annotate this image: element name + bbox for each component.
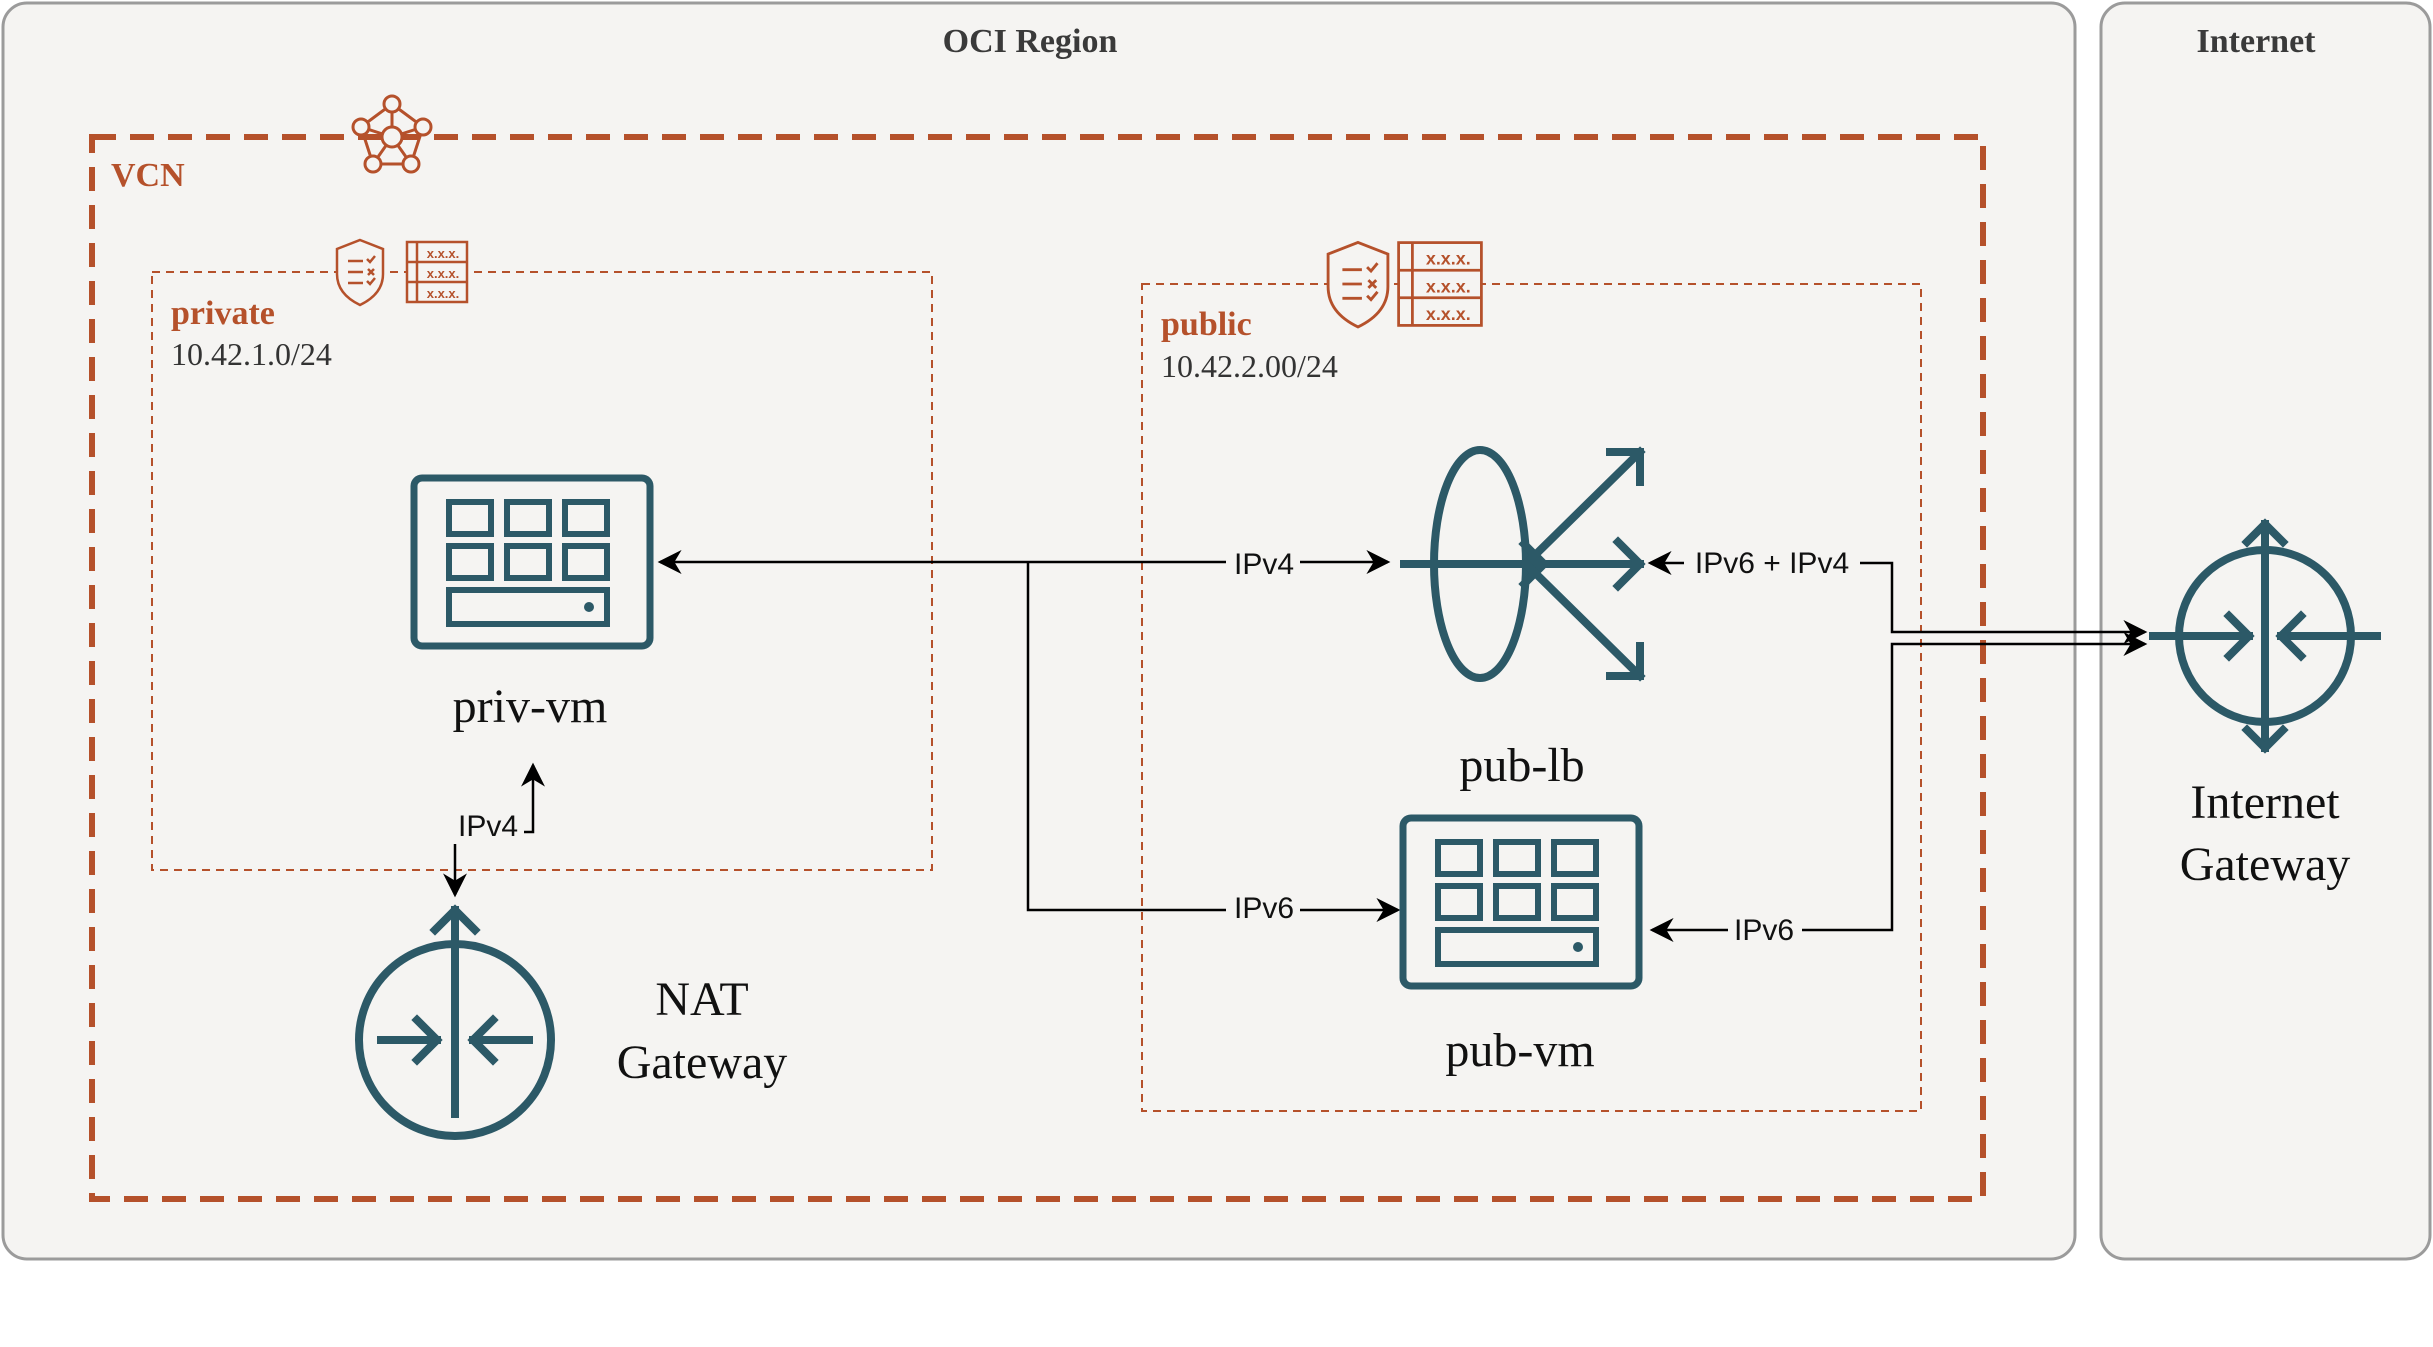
security-list-shield-icon	[1326, 240, 1390, 329]
route-table-cell: x.x.x.	[427, 246, 460, 261]
route-table-cell: x.x.x.	[427, 266, 460, 281]
edge-labels: IPv4 IPv6 IPv6 + IPv4 IPv6 IPv4	[452, 545, 1860, 948]
internet-gateway-label: Internet	[2190, 776, 2340, 829]
nat-gateway-label: NAT	[655, 973, 748, 1026]
priv-vm-label: priv-vm	[453, 680, 608, 733]
route-table-cell: x.x.x.	[427, 286, 460, 301]
pub-vm-node[interactable]: pub-vm	[1399, 814, 1643, 1077]
oci-region-title: OCI Region	[943, 23, 1118, 60]
internet-region-title: Internet	[2197, 23, 2317, 60]
compute-vm-icon	[1399, 814, 1643, 990]
pub-lb-node[interactable]: pub-lb	[1400, 446, 1646, 792]
edge-label-ipv6: IPv6	[1734, 914, 1794, 947]
security-list-shield-icon	[335, 238, 385, 307]
connector-nat-up	[521, 762, 545, 834]
route-table-icon: x.x.x. x.x.x. x.x.x.	[405, 240, 469, 304]
pub-lb-label: pub-lb	[1459, 739, 1584, 792]
private-subnet-name: private	[171, 295, 275, 332]
vcn-container: VCN	[89, 134, 1986, 1202]
internet-gateway-label: Gateway	[2180, 838, 2351, 891]
edge-label-ipv4: IPv4	[1234, 548, 1294, 581]
public-subnet-name: public	[1161, 306, 1252, 343]
private-subnet-cidr: 10.42.1.0/24	[171, 336, 332, 372]
edge-label-ipv6-ipv4: IPv6 + IPv4	[1695, 547, 1849, 580]
compute-vm-icon	[410, 474, 654, 650]
priv-vm-node[interactable]: priv-vm	[410, 474, 654, 733]
oci-region: OCI Region	[1, 1, 2077, 1261]
route-table-cell: x.x.x.	[1426, 276, 1471, 296]
vcn-icon	[351, 94, 433, 174]
internet-gateway-icon	[2149, 518, 2381, 754]
nat-gateway-label: Gateway	[617, 1036, 788, 1089]
edge-label-ipv4: IPv4	[458, 810, 518, 843]
edge-label-ipv6: IPv6	[1234, 892, 1294, 925]
load-balancer-icon	[1400, 446, 1646, 682]
route-table-cell: x.x.x.	[1426, 304, 1471, 324]
vcn-label: VCN	[111, 157, 185, 194]
internet-gateway-node[interactable]: Internet Gateway	[2149, 518, 2381, 891]
nat-gateway-icon	[355, 904, 555, 1140]
nat-gateway-node[interactable]: NAT Gateway	[355, 904, 788, 1140]
route-table-cell: x.x.x.	[1426, 249, 1471, 269]
public-subnet-cidr: 10.42.2.00/24	[1161, 348, 1338, 384]
route-table-icon: x.x.x. x.x.x. x.x.x.	[1397, 241, 1483, 327]
pub-vm-label: pub-vm	[1445, 1024, 1594, 1077]
